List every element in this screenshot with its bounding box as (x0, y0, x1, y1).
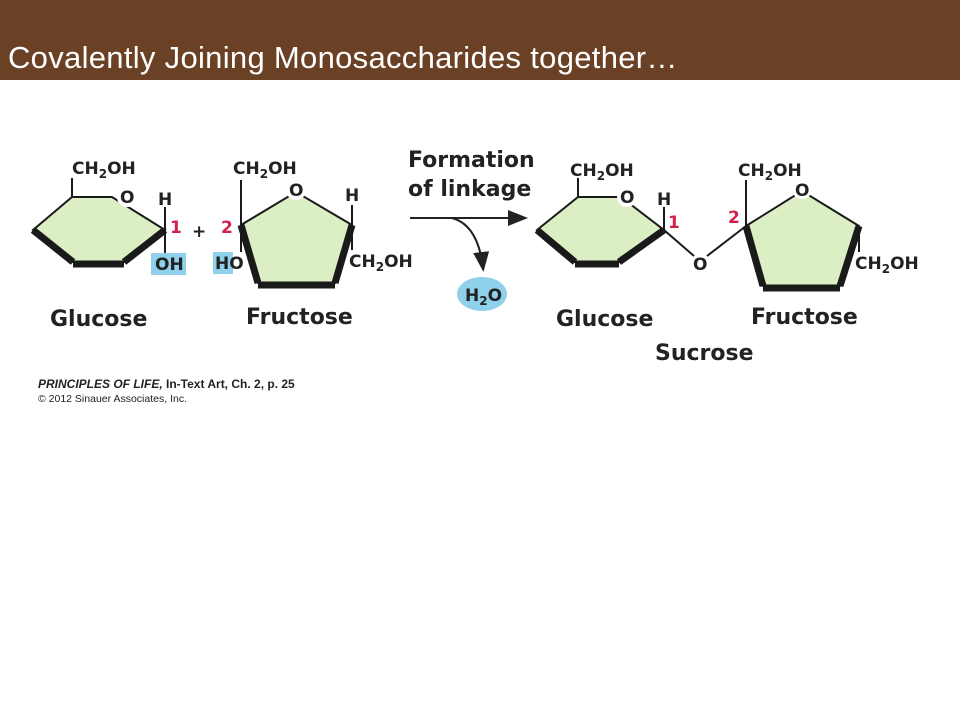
fructose-ch2oh-top-label: CH2OH (233, 159, 297, 181)
fructose-product-front-edge-3 (836, 224, 863, 288)
fructose-ch2oh-bottom-label: CH2OH (349, 252, 413, 274)
fructose-ring-front-edge-3 (331, 224, 356, 284)
glucose-product-ring-oxygen-gap (617, 187, 637, 207)
glucose-ring-o-label: O (120, 188, 134, 208)
glucose-product-name: Glucose (556, 307, 653, 332)
glucose-product: CH2OH O H 1 Glucose (534, 161, 680, 332)
glucose-product-front-edge-3 (616, 227, 667, 265)
fructose-ring-oxygen-gap (286, 180, 306, 200)
title-bar: Covalently Joining Monosaccharides toget… (0, 0, 960, 80)
fructose-name: Fructose (246, 305, 353, 330)
fructose-product-name: Fructose (751, 305, 858, 330)
reaction-arrow-group: Formation of linkage H2O (408, 148, 535, 311)
fructose-product-carbon-number: 2 (728, 208, 740, 228)
bridge-oxygen-label: O (693, 255, 707, 275)
credit-reference: In-Text Art, Ch. 2, p. 25 (162, 377, 295, 391)
glucose-ring-front-edge (30, 227, 76, 265)
glucose-product-front-edge (534, 227, 578, 265)
fructose-product-ch2oh-top-label: CH2OH (738, 161, 802, 183)
fructose-h-highlight (213, 252, 233, 274)
fructose-product-ring-o-label: O (795, 181, 809, 201)
water-byproduct-label: H2O (465, 286, 502, 308)
credit-book-title: PRINCIPLES OF LIFE, (38, 377, 163, 391)
fructose-ring-front-edge (237, 224, 262, 284)
fructose-product-ch2oh-bottom-label: CH2OH (855, 254, 919, 276)
sucrose-name: Sucrose (655, 341, 754, 366)
glucose-oh-label: OH (155, 255, 184, 275)
glucose-product-ring (535, 196, 666, 263)
fructose-h-label: H (345, 186, 359, 206)
reaction-label-line1: Formation (408, 148, 535, 173)
glucose-ring-front-edge-3 (121, 227, 168, 265)
credit-copyright: © 2012 Sinauer Associates, Inc. (38, 393, 187, 405)
glucose-reactant: CH2OH O H 1 OH Glucose (30, 159, 186, 332)
fructose-carbon-number: 2 (221, 218, 233, 238)
fructose-reactant: CH2OH O H 2 HO CH2OH Fructose (213, 159, 413, 330)
glucose-oh-highlight (151, 253, 186, 275)
fructose-product: CH2OH O 2 CH2OH Fructose (728, 161, 919, 330)
reaction-label-line2: of linkage (408, 177, 531, 202)
glucose-ch2oh-label: CH2OH (72, 159, 136, 181)
glucose-ring-oxygen-gap (117, 187, 137, 207)
figure-credit: PRINCIPLES OF LIFE, In-Text Art, Ch. 2, … (38, 377, 295, 407)
glycosidic-bond-right (706, 225, 747, 257)
glucose-name: Glucose (50, 307, 147, 332)
fructose-product-ring-oxygen-gap (792, 179, 812, 199)
plus-sign: + (192, 222, 206, 242)
glucose-product-ch2oh-label: CH2OH (570, 161, 634, 183)
slide-title: Covalently Joining Monosaccharides toget… (8, 40, 678, 75)
fructose-product-front-edge (742, 225, 767, 287)
glucose-product-h-label: H (657, 190, 671, 210)
fructose-ring (239, 190, 354, 284)
glycosidic-bond-left (663, 229, 695, 257)
glucose-h-label: H (158, 190, 172, 210)
glucose-product-ring-o-label: O (620, 188, 634, 208)
credit-line1: PRINCIPLES OF LIFE, In-Text Art, Ch. 2, … (38, 377, 295, 392)
fructose-ho-label: HO (215, 254, 244, 274)
glucose-ring (31, 196, 167, 263)
fructose-ring-o-label: O (289, 181, 303, 201)
water-release-arrow (451, 217, 490, 272)
glucose-product-carbon-number: 1 (668, 213, 680, 233)
glucose-carbon-number: 1 (170, 218, 182, 238)
water-byproduct-bubble (457, 277, 507, 311)
